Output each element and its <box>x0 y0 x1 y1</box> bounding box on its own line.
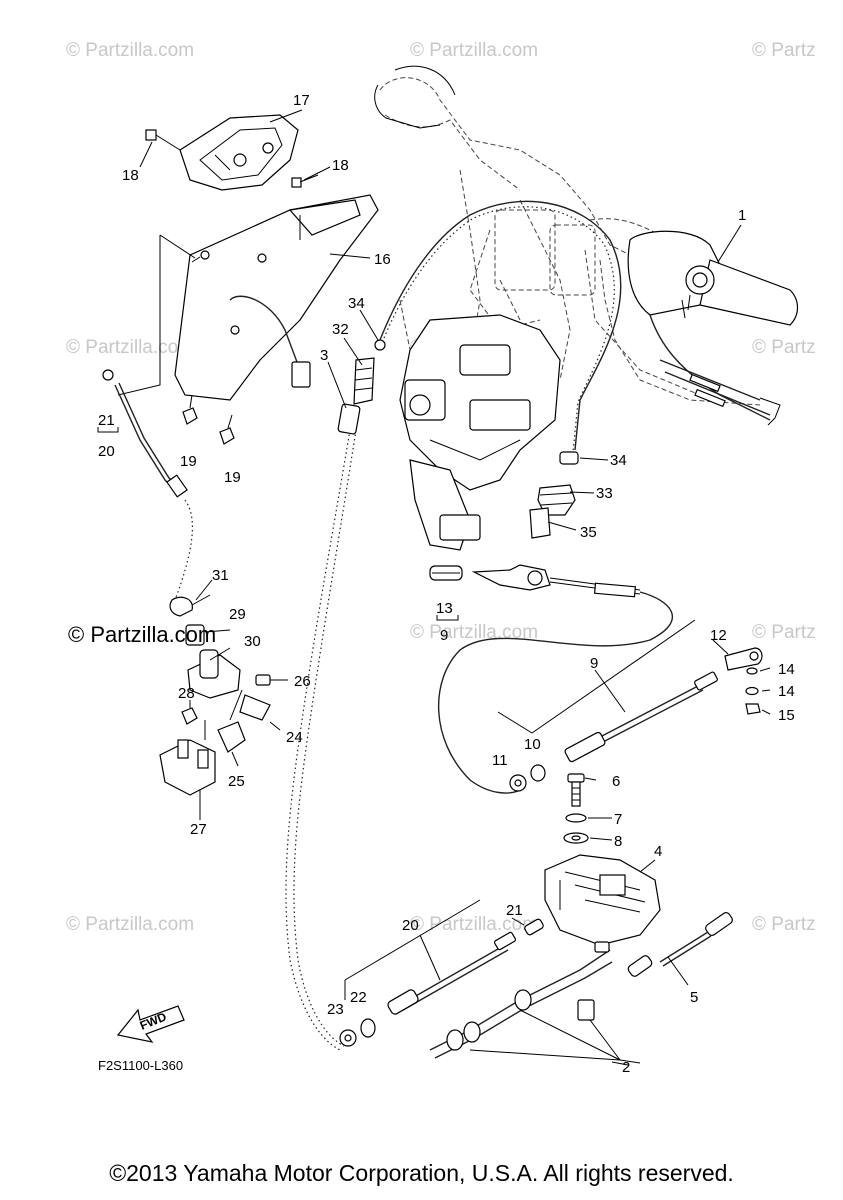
cable-20-lower[interactable] <box>387 931 517 1016</box>
bolt-18-left[interactable] <box>145 129 181 151</box>
part-27-block[interactable] <box>159 720 216 796</box>
part-28-nut[interactable] <box>181 707 198 725</box>
callout-18-right: 18 <box>332 157 349 174</box>
callout-24: 24 <box>286 729 303 746</box>
part-25-bracket[interactable] <box>217 721 246 753</box>
part-8-washer[interactable] <box>563 832 589 844</box>
watermark: © Partz <box>752 622 816 643</box>
callout-8: 8 <box>614 833 622 850</box>
cable-13-fitting[interactable] <box>429 565 463 581</box>
cable-3[interactable] <box>285 339 386 1051</box>
handlebar-assembly <box>374 65 761 406</box>
callout-33: 33 <box>596 485 613 502</box>
callout-26: 26 <box>294 673 311 690</box>
callout-3: 3 <box>320 347 328 364</box>
copyright-notice: ©2013 Yamaha Motor Corporation, U.S.A. A… <box>109 1160 734 1186</box>
callout-16: 16 <box>374 251 391 268</box>
callout-34-lower: 34 <box>610 452 627 469</box>
callout-25: 25 <box>228 773 245 790</box>
watermark: © Partzilla.com <box>66 40 195 61</box>
callout-11: 11 <box>492 752 508 769</box>
part-14-washer-upper[interactable] <box>746 667 758 675</box>
part-31-clip[interactable] <box>169 594 211 617</box>
callout-6: 6 <box>612 773 620 790</box>
steering-column-assembly <box>399 279 561 551</box>
callout-9-upper: 9 <box>440 627 448 644</box>
callout-20-left: 20 <box>98 443 115 460</box>
watermark: © Partzilla.com <box>66 337 195 358</box>
part-22-washer[interactable] <box>360 1018 376 1038</box>
callout-14-upper: 14 <box>778 661 795 678</box>
callout-29: 29 <box>229 606 246 623</box>
callout-35: 35 <box>580 524 597 541</box>
callout-19-left: 19 <box>180 453 197 470</box>
watermark: © Partz <box>752 337 816 358</box>
callout-14-lower: 14 <box>778 683 795 700</box>
bolt-18-right[interactable] <box>291 174 319 188</box>
callout-13: 13 <box>436 600 453 617</box>
callout-20-lower: 20 <box>402 917 419 934</box>
part-2-cables[interactable] <box>429 941 641 1064</box>
callout-18-left: 18 <box>122 167 139 184</box>
throttle-switch-assembly[interactable] <box>627 230 799 426</box>
part-4-housing[interactable] <box>544 854 661 946</box>
callout-27: 27 <box>190 821 207 838</box>
callout-7: 7 <box>614 811 622 828</box>
callout-28: 28 <box>178 685 195 702</box>
part-11-collar[interactable] <box>509 774 527 792</box>
partzilla-watermark: © Partzilla.com <box>68 622 217 647</box>
part-24-plate[interactable] <box>239 694 271 721</box>
part-6-bolt[interactable] <box>567 773 585 807</box>
part-35-sleeve[interactable] <box>529 507 551 539</box>
callout-1: 1 <box>738 207 746 224</box>
part-14-washer-lower[interactable] <box>745 686 759 696</box>
diagram-code: F2S1100-L360 <box>98 1058 184 1073</box>
cable-9-lower[interactable] <box>564 671 718 763</box>
watermark: © Partzilla.com <box>410 40 539 61</box>
leader-lines <box>97 109 771 1066</box>
part-15-nut[interactable] <box>745 703 761 715</box>
part-30-holder[interactable] <box>187 649 241 699</box>
callout-9-lower: 9 <box>590 655 598 672</box>
callout-31: 31 <box>212 567 229 584</box>
callout-10: 10 <box>524 736 541 753</box>
cable-20-upper[interactable] <box>102 369 194 601</box>
callout-30: 30 <box>244 633 261 650</box>
callout-12: 12 <box>710 627 727 644</box>
callout-5: 5 <box>690 989 698 1006</box>
callout-17: 17 <box>293 92 310 109</box>
cable-9-end-upper[interactable] <box>437 564 673 794</box>
nut-19-right[interactable] <box>219 414 235 445</box>
callout-4: 4 <box>654 843 662 860</box>
part-16-bracket-plate[interactable] <box>117 194 379 401</box>
part-21-fitting-lower[interactable] <box>524 918 545 936</box>
watermark: © Partzilla.com <box>410 914 539 935</box>
part-29-collar[interactable] <box>185 624 205 646</box>
part-17-bracket[interactable] <box>179 114 299 191</box>
part-7-washer[interactable] <box>565 813 587 823</box>
part-23-collar[interactable] <box>339 1029 357 1047</box>
callout-19-right: 19 <box>224 469 241 486</box>
part-26-clip[interactable] <box>255 674 288 686</box>
callout-21-left: 21 <box>98 412 115 429</box>
watermark: © Partz <box>752 40 816 61</box>
watermark: © Partzilla.com <box>66 914 195 935</box>
part-12-rod-end[interactable] <box>724 647 763 671</box>
callout-32: 32 <box>332 321 349 338</box>
fwd-arrow-icon: FWD <box>116 1005 185 1043</box>
part-10-washer[interactable] <box>530 764 546 782</box>
callout-22: 22 <box>350 989 367 1006</box>
cable-34-upper[interactable] <box>379 200 622 453</box>
callout-2: 2 <box>622 1059 630 1076</box>
callout-numbers: 1 2 3 4 5 6 7 8 9 9 10 11 12 13 14 14 15… <box>98 92 795 1076</box>
callout-21-lower: 21 <box>506 902 523 919</box>
callout-34-upper: 34 <box>348 295 365 312</box>
watermark: © Partz <box>752 914 816 935</box>
part-34-fitting[interactable] <box>559 451 579 465</box>
callout-23: 23 <box>327 1001 344 1018</box>
callout-15: 15 <box>778 707 795 724</box>
nut-19-left[interactable] <box>182 394 198 425</box>
